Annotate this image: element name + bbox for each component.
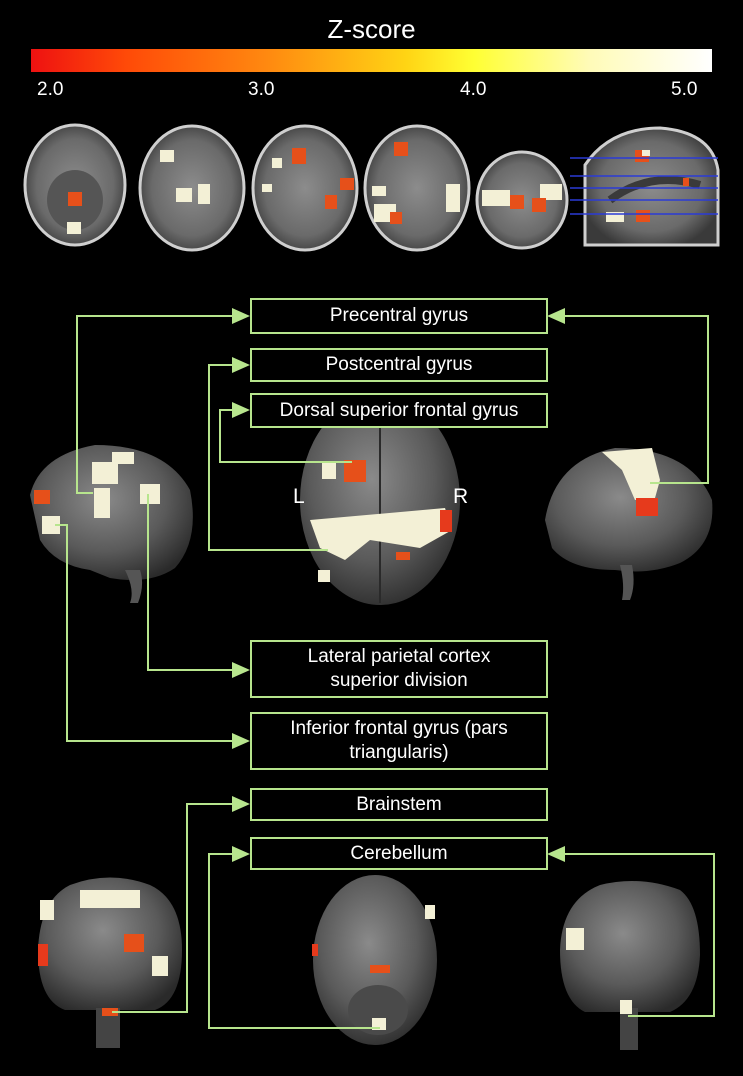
connector-lateral-parietal <box>147 494 236 671</box>
connector-arrowheads <box>232 308 565 862</box>
colorbar-tick: 5.0 <box>671 79 698 100</box>
label-inferior-frontal-gyrus: Inferior frontal gyrus (pars triangulari… <box>250 712 548 770</box>
connector-inferior-frontal <box>55 524 236 742</box>
brain-inferior <box>312 875 437 1045</box>
brain-left-lateral <box>30 445 193 603</box>
connector-precentral-right <box>565 315 709 484</box>
connector-lines <box>55 315 715 1029</box>
colorbar-title: Z-score <box>327 14 416 44</box>
brain-superior <box>300 395 460 605</box>
colorbar-tick: 4.0 <box>460 79 487 100</box>
zscore-colorbar <box>31 49 712 72</box>
connector-dorsal-superior-frontal <box>219 409 352 463</box>
axial-slice-4 <box>363 124 471 252</box>
label-cerebellum: Cerebellum <box>250 837 548 870</box>
label-lateral-parietal-cortex: Lateral parietal cortex superior divisio… <box>250 640 548 698</box>
brain-right-lateral <box>545 448 713 600</box>
colorbar-tick: 2.0 <box>37 79 64 100</box>
colorbar-tick: 3.0 <box>248 79 275 100</box>
sagittal-slice <box>570 126 720 247</box>
label-dorsal-superior-frontal-gyrus: Dorsal superior frontal gyrus <box>250 393 548 428</box>
label-postcentral-gyrus: Postcentral gyrus <box>250 348 548 382</box>
connector-cerebellum-right <box>565 853 715 1017</box>
label-precentral-gyrus: Precentral gyrus <box>250 298 548 334</box>
brain-anterior <box>38 877 182 1048</box>
axial-slice-2 <box>138 124 246 252</box>
hemisphere-left-label: L <box>293 485 305 508</box>
connector-precentral-left <box>76 315 236 494</box>
axial-slice-1 <box>23 123 127 247</box>
label-brainstem: Brainstem <box>250 788 548 821</box>
hemisphere-right-label: R <box>453 485 469 508</box>
connector-postcentral <box>208 364 328 551</box>
axial-slice-3 <box>251 124 359 252</box>
connector-brainstem <box>112 803 236 1013</box>
brain-posterior <box>560 881 700 1050</box>
axial-slice-5 <box>475 150 569 250</box>
connector-cerebellum-left <box>208 853 380 1029</box>
